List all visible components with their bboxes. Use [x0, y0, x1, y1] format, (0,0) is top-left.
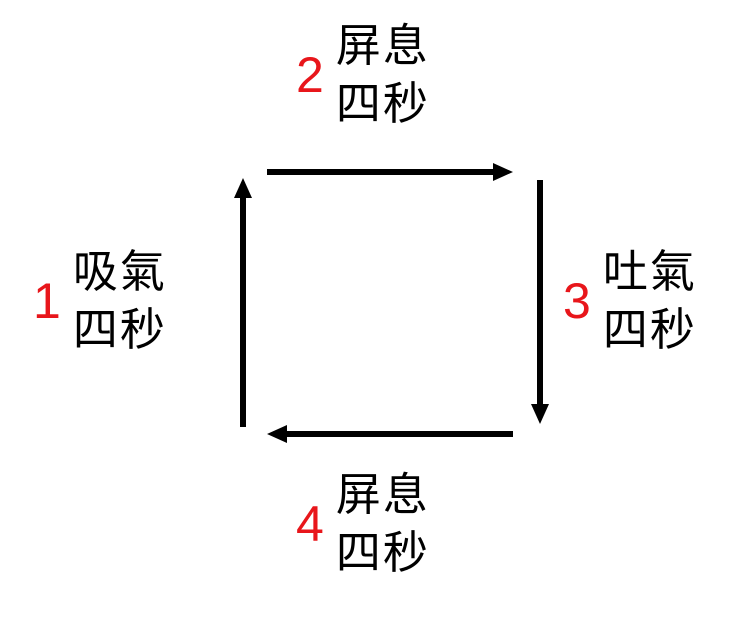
step-duration: 四秒: [335, 77, 430, 130]
step-action: 屏息: [335, 19, 430, 72]
step-number: 3: [563, 273, 591, 329]
arrow-up-icon: [234, 178, 252, 427]
step-duration: 四秒: [335, 526, 430, 579]
step-label: 屏息 四秒: [336, 466, 430, 582]
step-inhale: 1 吸氣 四秒: [33, 243, 167, 359]
step-action: 吐氣: [602, 245, 697, 298]
step-label: 屏息 四秒: [336, 17, 430, 133]
step-number: 1: [33, 273, 61, 329]
step-duration: 四秒: [72, 303, 167, 356]
step-hold-bottom: 4 屏息 四秒: [296, 466, 430, 582]
step-hold-top: 2 屏息 四秒: [296, 17, 430, 133]
step-duration: 四秒: [602, 303, 697, 356]
step-action: 吸氣: [72, 245, 167, 298]
step-exhale: 3 吐氣 四秒: [563, 243, 697, 359]
arrow-left-icon: [267, 425, 513, 443]
step-number: 4: [296, 496, 324, 552]
arrow-right-icon: [267, 163, 513, 181]
step-label: 吐氣 四秒: [603, 243, 697, 359]
step-action: 屏息: [335, 468, 430, 521]
step-number: 2: [296, 47, 324, 103]
step-label: 吸氣 四秒: [73, 243, 167, 359]
arrow-down-icon: [531, 180, 549, 424]
